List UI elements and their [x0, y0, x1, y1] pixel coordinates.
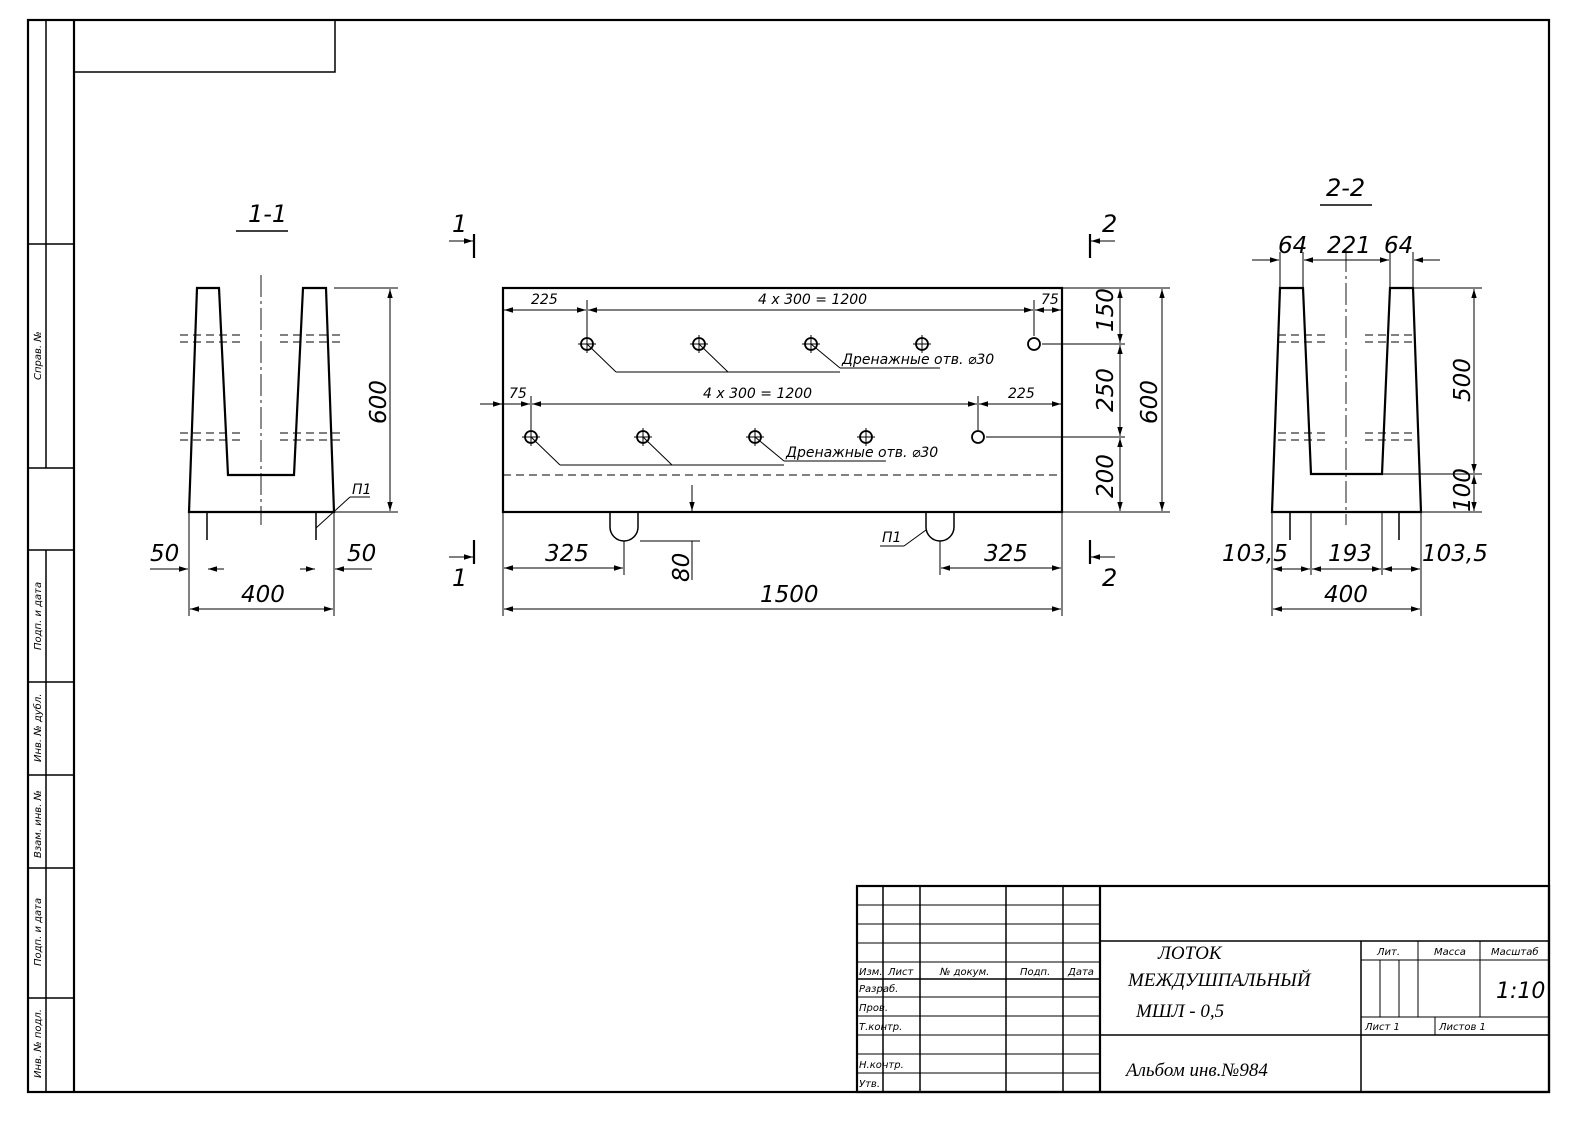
section-1-height: 600	[366, 380, 392, 424]
vzam-inv-label: Взам. инв. №	[33, 790, 44, 858]
tb-row-utv: Утв.	[859, 1079, 880, 1090]
section-1-right: 50	[347, 541, 376, 567]
bottom-row-drain-label: Дренажные отв. ⌀30	[785, 445, 938, 461]
bottom-row-span-dim: 4 x 300 = 1200	[703, 386, 812, 402]
drain-hole	[1027, 337, 1041, 351]
tb-scale-label: Масштаб	[1491, 946, 1539, 958]
top-stamp-box	[73, 19, 336, 73]
front-bottom-left: 325	[545, 541, 589, 567]
section-2-left: 103,5	[1222, 541, 1288, 567]
tb-row-tkontr: Т.контр.	[859, 1022, 902, 1033]
section-1-1-title: 1-1	[248, 200, 287, 228]
section-2-wall-right: 64	[1384, 233, 1413, 259]
front-depth: 80	[669, 553, 695, 582]
side-stamp: Справ. № Подп. и дата Инв. № дубл. Взам.…	[32, 331, 44, 1078]
sheet-frame	[26, 18, 1551, 1094]
cut-mark-2-top: 2	[1102, 210, 1117, 238]
bottom-row-holes	[522, 428, 1125, 446]
top-row-left-dim: 225	[531, 292, 558, 308]
tb-izm: Изм.	[859, 967, 883, 978]
inv-dubl-label: Инв. № дубл.	[32, 694, 44, 762]
tb-podp: Подп.	[1020, 967, 1050, 978]
section-2-width: 400	[1324, 582, 1368, 608]
section-2-height: 500	[1450, 358, 1476, 402]
tb-mass-label: Масса	[1434, 947, 1466, 958]
cut-mark-2-bottom: 2	[1102, 564, 1117, 592]
front-vert-bottom: 200	[1093, 454, 1119, 498]
section-2-right: 103,5	[1422, 541, 1488, 567]
tb-sheets: Листов 1	[1438, 1022, 1486, 1033]
tb-title-line1: ЛОТОК	[1157, 943, 1223, 964]
bottom-row-right-dim: 225	[1008, 386, 1035, 402]
section-2-middle: 193	[1328, 541, 1372, 567]
section-2-base: 100	[1450, 468, 1476, 512]
lifting-loop	[609, 512, 639, 542]
sprav-label: Справ. №	[33, 331, 44, 380]
section-2-2-title: 2-2	[1326, 174, 1365, 202]
section-1-1: 1-1 П1 600 400 50 50	[150, 200, 398, 616]
top-row-drain-label: Дренажные отв. ⌀30	[841, 352, 994, 368]
lifting-loop	[925, 512, 955, 542]
top-row-right-dim: 75	[1041, 292, 1059, 308]
front-total-length: 1500	[760, 582, 819, 608]
tb-row-nkontr: Н.контр.	[859, 1060, 904, 1071]
tb-row-prov: Пров.	[859, 1003, 888, 1014]
tb-scale: 1:10	[1496, 979, 1545, 1004]
section-1-left: 50	[150, 541, 179, 567]
bottom-row-left-dim: 75	[509, 386, 527, 402]
front-vert-total: 600	[1137, 380, 1163, 424]
front-vert-middle: 250	[1093, 368, 1119, 412]
tb-data: Дата	[1067, 967, 1094, 978]
front-bottom-right: 325	[984, 541, 1028, 567]
tb-album: Альбом инв.№984	[1124, 1060, 1268, 1081]
front-view: 1 1 2 2 225 4 x 300 = 1200	[449, 210, 1170, 616]
drain-hole	[971, 430, 985, 444]
section-2-2: 2-2 64 221 64 500 100	[1222, 174, 1488, 616]
tb-lit-label: Лит.	[1376, 947, 1400, 958]
section-1-note: П1	[352, 482, 371, 498]
section-1-width: 400	[241, 582, 285, 608]
tb-list: Лист	[887, 967, 915, 978]
tb-doc-no: № докум.	[939, 967, 989, 978]
podp-date-label-2: Подп. и дата	[33, 898, 44, 966]
front-vert-top: 150	[1093, 288, 1119, 332]
top-row-holes	[578, 335, 1125, 353]
tb-title-line3: МШЛ - 0,5	[1135, 1001, 1224, 1022]
title-block: Изм. Лист № докум. Подп. Дата Разраб. Пр…	[855, 884, 1551, 1094]
cut-mark-1-top: 1	[452, 210, 467, 238]
section-2-wall-left: 64	[1278, 233, 1307, 259]
tb-row-razrab: Разраб.	[859, 983, 898, 995]
tb-sheet: Лист 1	[1364, 1022, 1400, 1033]
podp-date-label-1: Подп. и дата	[33, 582, 44, 650]
top-row-span-dim: 4 x 300 = 1200	[758, 292, 867, 308]
tb-title-line2: МЕЖДУШПАЛЬНЫЙ	[1127, 968, 1312, 991]
front-note: П1	[882, 530, 901, 546]
section-2-gap: 221	[1327, 233, 1371, 259]
cut-mark-1-bottom: 1	[452, 564, 467, 592]
trough-body	[501, 286, 1064, 514]
inv-podl-label: Инв. № подл.	[33, 1009, 44, 1078]
